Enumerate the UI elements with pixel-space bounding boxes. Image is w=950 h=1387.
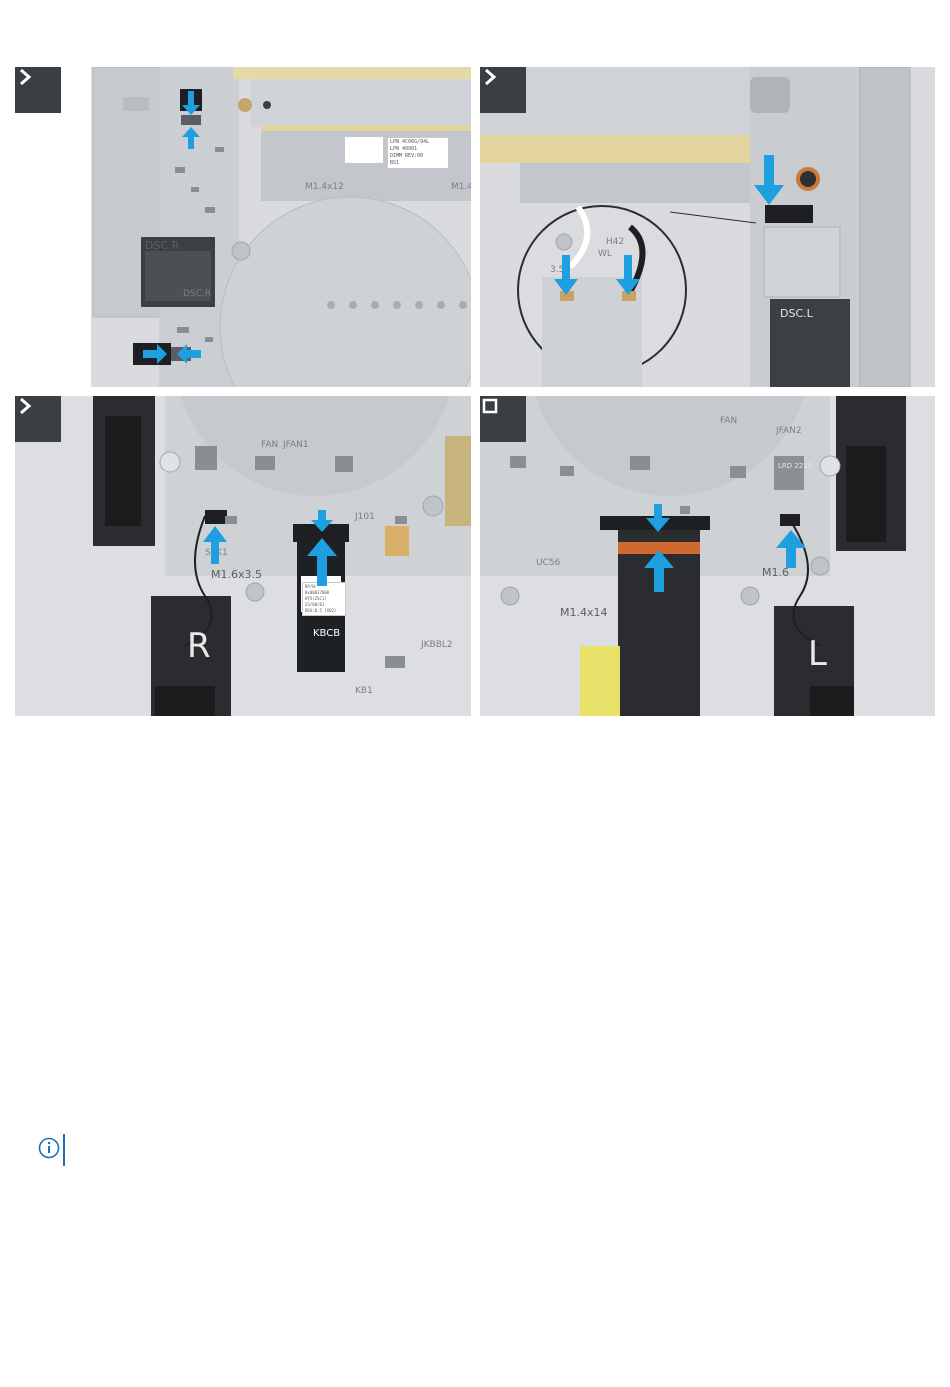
- chevron-right-icon: [15, 396, 35, 416]
- arrow-down-icon: [754, 155, 784, 205]
- arrow-right-icon: [143, 344, 167, 364]
- step-1-arrows: [15, 67, 471, 387]
- chevron-right-icon: [480, 67, 500, 87]
- step-badge: [15, 67, 61, 113]
- arrow-up-icon: [776, 530, 806, 568]
- step-badge: [15, 396, 61, 442]
- step-image-2: H42 3.5 WL DSC.L: [480, 67, 935, 387]
- stop-square-icon: [480, 396, 500, 416]
- arrow-down-icon: [616, 255, 640, 295]
- step-4-arrows: [480, 396, 935, 716]
- arrow-left-icon: [177, 344, 201, 364]
- arrow-up-icon: [307, 538, 337, 586]
- arrow-down-icon: [311, 510, 333, 532]
- arrow-up-icon: [182, 127, 200, 149]
- note-divider: [63, 1134, 65, 1166]
- step-2-arrows: [480, 67, 935, 387]
- step-image-1: DSC.R DSC.R M1.4x12 M1.4 LPN 4C06G/94L L…: [15, 67, 471, 387]
- step-3-arrows: [15, 396, 471, 716]
- arrow-up-icon: [644, 550, 674, 592]
- arrow-down-icon: [182, 91, 200, 115]
- info-circle-icon: [38, 1137, 60, 1159]
- step-badge: [480, 396, 526, 442]
- arrow-down-icon: [554, 255, 578, 295]
- step-image-4: FAN JFAN2 M1.4x14 M1.6 L UC56 LRD 2219: [480, 396, 935, 716]
- arrow-up-icon: [203, 526, 227, 564]
- arrow-down-icon: [646, 504, 670, 532]
- chevron-right-icon: [15, 67, 35, 87]
- step-badge: [480, 67, 526, 113]
- step-image-3: FAN JFAN1 M1.6x3.5 R J101 KB1 JKBBL2 SPK…: [15, 396, 471, 716]
